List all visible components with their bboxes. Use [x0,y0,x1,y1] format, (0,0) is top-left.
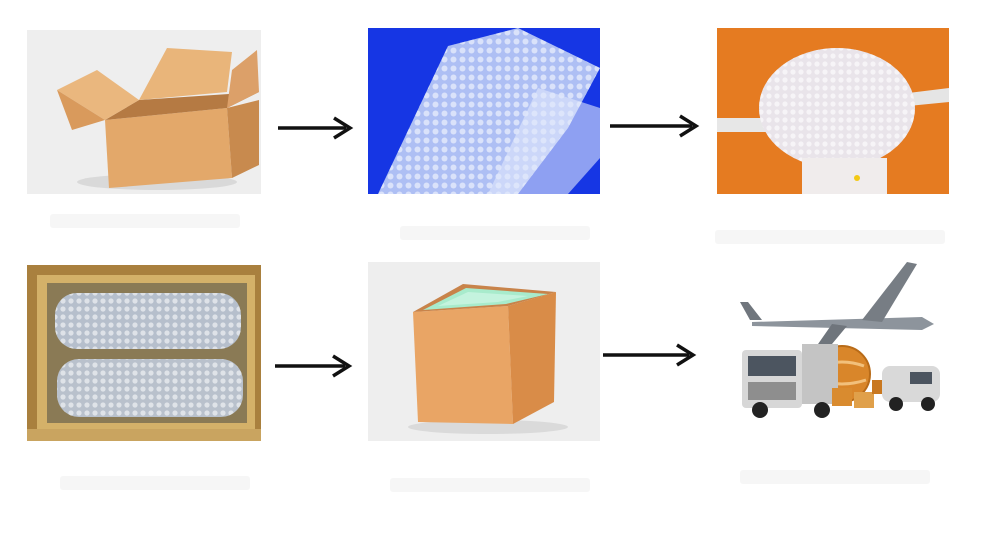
step-1-open-carton-box [27,30,261,194]
faded-caption-4 [60,476,250,490]
step-5-box-with-foam [368,262,600,441]
foam-filled-box-illustration [368,262,600,441]
wrapped-items-photo [27,265,261,441]
arrow-right-2 [608,114,700,138]
arrow-right-1 [276,116,354,140]
step-4-wrapped-items-in-box [27,265,261,441]
open-box-illustration [27,30,261,194]
faded-caption-5 [390,478,590,492]
faded-caption-6 [740,470,930,484]
faded-caption-1 [50,214,240,228]
bubble-wrap-roll-photo [717,28,949,194]
faded-caption-3 [715,230,945,244]
step-2-bubble-wrap-sheet [368,28,600,194]
bubble-wrap-sheet-photo [368,28,600,194]
step-6-shipping-transport [722,262,944,442]
shipping-transport-illustration [722,262,944,442]
van-icon [882,366,940,411]
arrow-right-3 [273,354,353,378]
truck-icon [742,344,838,418]
faded-caption-2 [400,226,590,240]
arrow-right-4 [601,343,697,367]
airplane-icon [740,262,934,368]
step-3-bubble-wrap-roll [717,28,949,194]
